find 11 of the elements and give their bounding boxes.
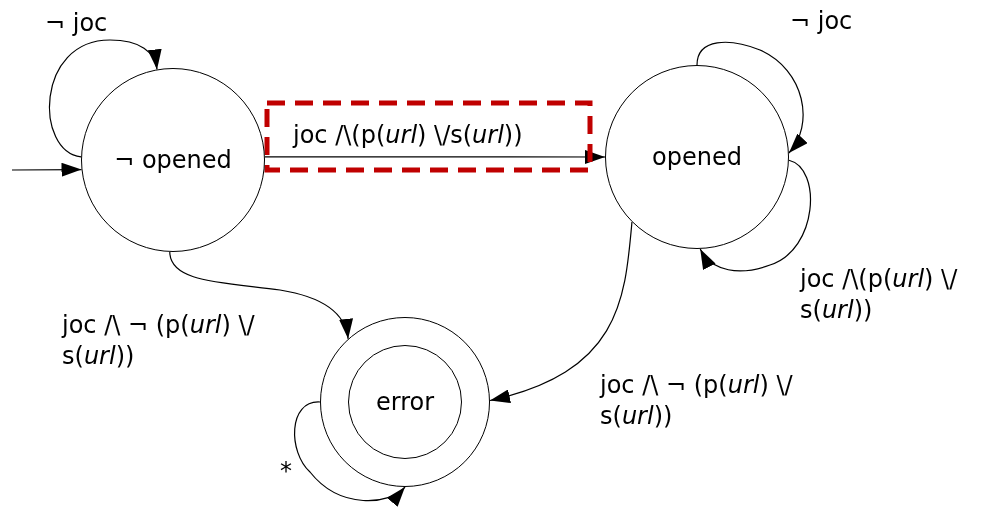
state-label: ¬ opened <box>114 146 232 174</box>
arrow <box>699 159 812 272</box>
state-label: opened <box>652 143 742 171</box>
arrow <box>264 150 606 164</box>
arrow <box>11 162 83 177</box>
arrow <box>696 41 804 154</box>
arrow <box>489 221 633 404</box>
arrow <box>48 39 162 158</box>
edge-label: joc /\(p(url) \/s(url)) <box>293 120 523 151</box>
arrow <box>169 251 353 340</box>
state-label: error <box>375 388 435 416</box>
